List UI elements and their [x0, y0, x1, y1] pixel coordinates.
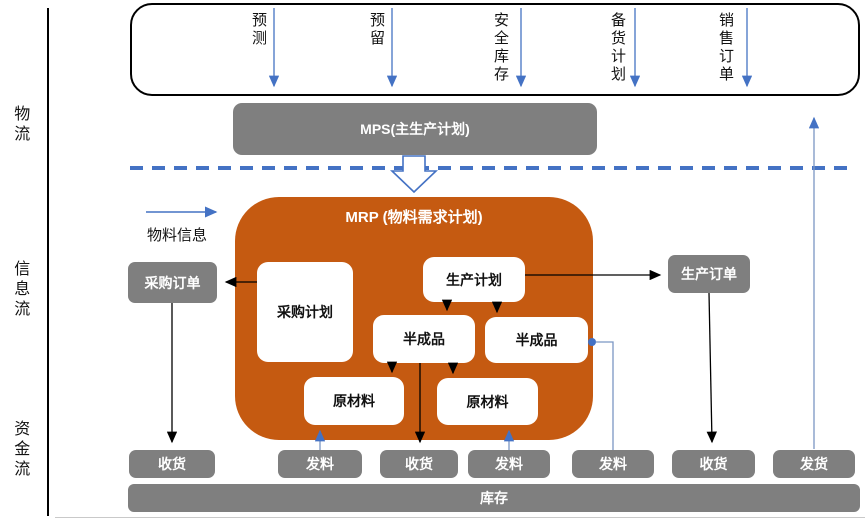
connector-issue3-to-semi2 [596, 341, 614, 450]
inventory-bar: 库存 [128, 484, 860, 512]
raw-material-label-1: 原材料 [333, 393, 375, 409]
receive-label-2: 收货 [405, 456, 433, 472]
purchase-plan-label: 采购计划 [277, 304, 333, 320]
production-plan-box: 生产计划 [423, 257, 525, 302]
axis-label-information-flow: 信息流 [11, 260, 29, 320]
semi-finished-box-1: 半成品 [373, 315, 475, 363]
production-order-label: 生产订单 [681, 266, 737, 282]
input-label-stocking-plan: 备货计划 [609, 12, 626, 84]
mps-box: MPS(主生产计划) [233, 103, 597, 155]
issue-material-box-2: 发料 [468, 450, 550, 478]
ship-box: 发货 [773, 450, 855, 478]
issue-material-label-3: 发料 [599, 456, 627, 472]
raw-material-label-2: 原材料 [466, 393, 509, 410]
mps-label: MPS(主生产计划) [360, 121, 470, 137]
purchase-order-label: 采购订单 [144, 274, 201, 291]
semi-finished-box-2: 半成品 [485, 317, 588, 363]
ship-label: 发货 [800, 456, 828, 472]
receive-label-3: 收货 [699, 456, 728, 472]
mrp-title: MRP (物料需求计划) [345, 209, 483, 226]
axis-label-logistics-flow: 物流 [11, 105, 29, 145]
input-label-safety-stock: 安全库存 [492, 12, 509, 84]
receive-box-2: 收货 [380, 450, 458, 478]
semi-finished-label-2: 半成品 [515, 332, 558, 348]
purchase-plan-box: 采购计划 [257, 262, 353, 362]
issue-material-box-1: 发料 [278, 450, 362, 478]
bottom-border-line [55, 517, 865, 518]
input-label-sales-order: 销售订单 [717, 12, 734, 84]
raw-material-box-2: 原材料 [437, 378, 538, 425]
issue-material-label-2: 发料 [495, 456, 523, 472]
semi-finished-label-1: 半成品 [403, 331, 445, 347]
input-label-reservation: 预留 [368, 12, 385, 48]
demand-inputs-container [130, 3, 860, 96]
production-order-box: 生产订单 [668, 255, 750, 293]
mps-to-mrp-block-arrow [390, 155, 438, 194]
receive-box-1: 收货 [129, 450, 215, 478]
purchase-order-box: 采购订单 [128, 262, 217, 303]
flow-axis-line [47, 8, 49, 516]
input-label-forecast: 预测 [250, 12, 267, 48]
production-plan-label: 生产计划 [446, 271, 502, 288]
raw-material-box-1: 原材料 [304, 377, 404, 425]
issue-material-box-3: 发料 [572, 450, 654, 478]
arrow-production-order-to-receive [706, 292, 717, 444]
receive-label-1: 收货 [158, 456, 186, 472]
axis-label-capital-flow: 资金流 [11, 420, 29, 480]
material-info-label: 物料信息 [147, 227, 208, 244]
issue-material-label-1: 发料 [306, 456, 334, 472]
inventory-label: 库存 [480, 490, 508, 506]
receive-box-3: 收货 [672, 450, 755, 478]
